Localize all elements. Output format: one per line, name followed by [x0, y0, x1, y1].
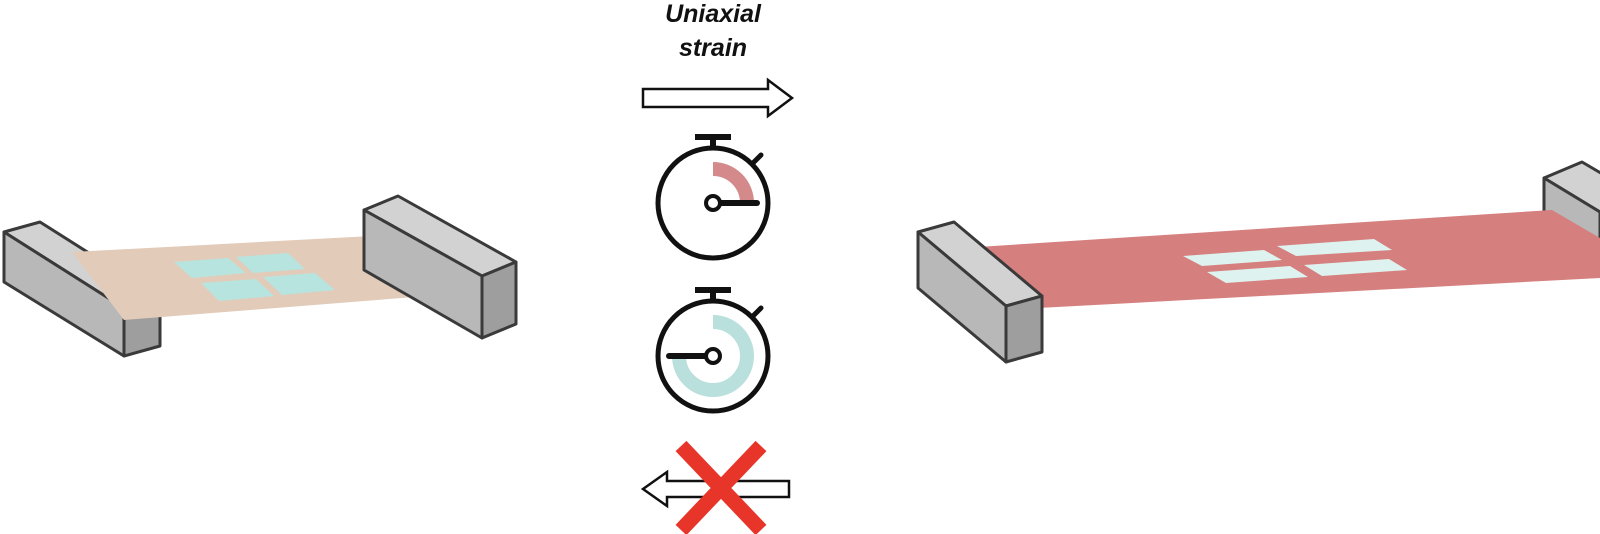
arrow-right-icon — [641, 77, 795, 119]
stopwatch-icon — [655, 287, 771, 414]
right-clamp — [362, 194, 518, 340]
process-column: Uniaxial strain — [640, 0, 795, 534]
film-strained — [962, 210, 1600, 308]
left-clamp-strained — [916, 220, 1044, 364]
arrow-left-crossed-icon — [640, 440, 791, 534]
domain — [1183, 250, 1282, 266]
domains-strained — [1183, 239, 1407, 283]
domain — [201, 279, 274, 301]
unstrained-sample — [2, 194, 518, 358]
timer-progress-short — [712, 162, 754, 204]
timer-progress-long — [672, 315, 754, 397]
domain — [1277, 239, 1392, 256]
stopwatch-icon — [655, 134, 771, 261]
domains-unstrained — [174, 253, 335, 301]
domain — [263, 273, 335, 295]
domain — [1207, 266, 1308, 283]
strain-label-line1: Uniaxial — [665, 0, 762, 28]
strained-sample — [916, 160, 1600, 364]
domain — [236, 253, 305, 273]
domain — [174, 258, 246, 278]
strain-label-line2: strain — [679, 34, 747, 62]
domain — [1304, 259, 1407, 276]
